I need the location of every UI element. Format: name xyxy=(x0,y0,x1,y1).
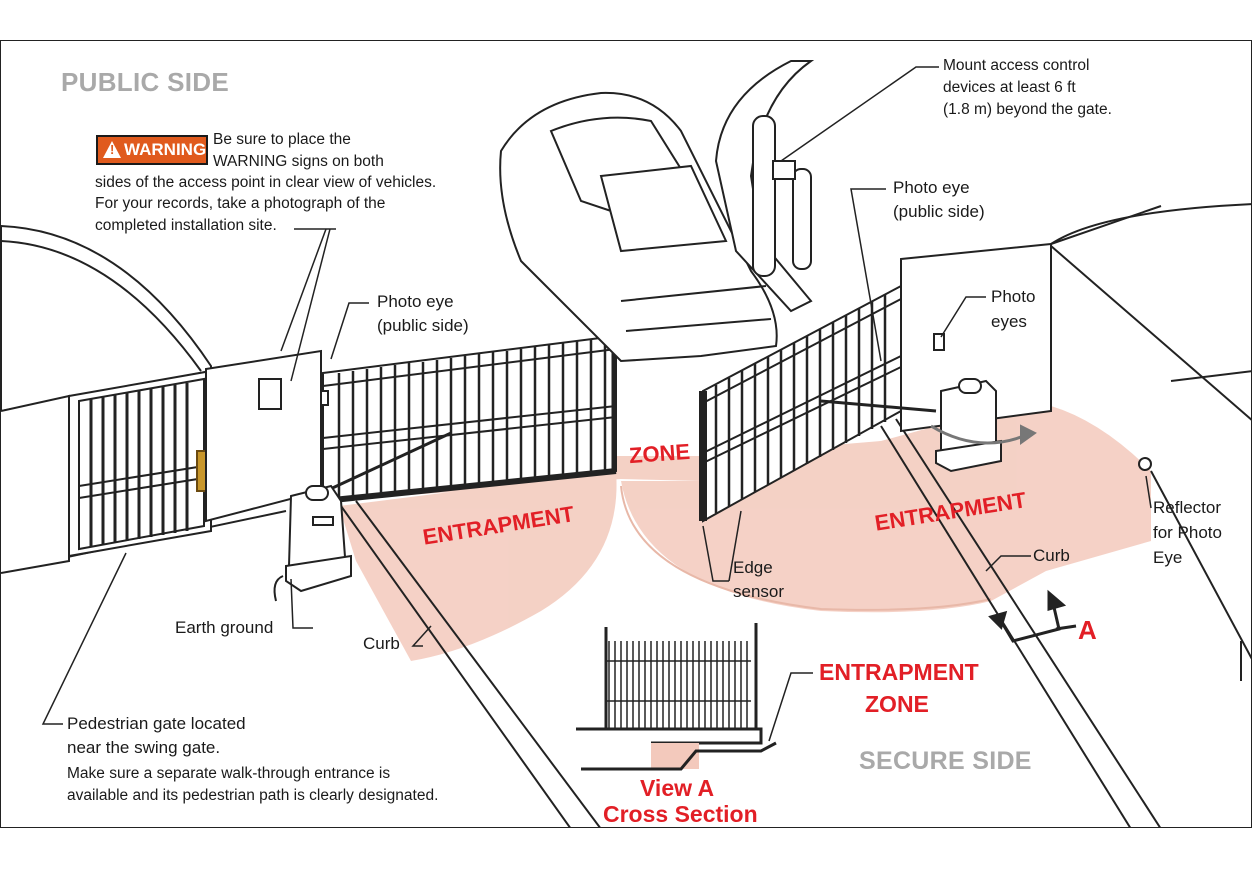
left-swing-gate xyxy=(322,334,617,504)
view-a-cross-section xyxy=(576,623,777,771)
zone-edge-arc xyxy=(620,485,992,611)
reflector-label-2: for Photo xyxy=(1153,523,1222,542)
warning-text-5: completed installation site. xyxy=(95,217,277,234)
edge-sensor-label-1: Edge xyxy=(733,558,773,577)
right-entrapment-zone xyxy=(621,406,1151,613)
photo-eyes-label-2: eyes xyxy=(991,312,1027,331)
left-entrapment-zone xyxy=(339,471,617,661)
pedestrian-note-3: Make sure a separate walk-through entran… xyxy=(67,765,391,782)
warning-badge: WARNING xyxy=(96,135,208,165)
photo-eyes-label-1: Photo xyxy=(991,287,1036,306)
public-side-title: PUBLIC SIDE xyxy=(61,67,229,97)
photo-eye-left-label-2: (public side) xyxy=(377,316,469,335)
right-wall xyxy=(900,203,1251,433)
reflector-photo-eye xyxy=(1138,457,1152,471)
mount-access-text-3: (1.8 m) beyond the gate. xyxy=(943,101,1112,118)
car xyxy=(499,91,778,363)
view-a-marker-label: A xyxy=(1078,615,1097,645)
photo-eye-left xyxy=(320,390,329,406)
photo-eye-right-label-2: (public side) xyxy=(893,202,985,221)
curb-right-label: Curb xyxy=(1033,546,1070,565)
pedestrian-note-2: near the swing gate. xyxy=(67,738,221,757)
edge-sensor-label-2: sensor xyxy=(733,582,785,601)
warning-text-1: Be sure to place the xyxy=(213,131,351,148)
warning-badge-text: WARNING xyxy=(124,140,207,159)
right-swing-gate xyxy=(699,284,937,523)
view-a-arrows xyxy=(988,589,1077,643)
left-gate-operator xyxy=(273,484,352,602)
mount-access-text-1: Mount access control xyxy=(943,57,1090,74)
gate-scene xyxy=(1,60,1251,827)
earth-ground-label: Earth ground xyxy=(175,618,274,637)
access-control-post xyxy=(714,60,815,313)
pedestrian-note-1: Pedestrian gate located xyxy=(67,714,246,733)
leader-lines xyxy=(41,66,1152,742)
right-gate-operator xyxy=(930,378,1037,473)
diagram-frame: PUBLIC SIDE SECURE SIDE WARNING Be sure … xyxy=(0,40,1252,828)
reflector-label-1: Reflector xyxy=(1153,498,1222,517)
entrapment-zone-label-1: ENTRAPMENT xyxy=(819,659,979,685)
view-a-title-1: View A xyxy=(640,775,715,801)
view-a-title-2: Cross Section xyxy=(603,801,758,827)
mount-access-text-2: devices at least 6 ft xyxy=(943,79,1076,96)
pedestrian-gate xyxy=(68,369,212,558)
pedestrian-note-4: available and its pedestrian path is cle… xyxy=(67,787,439,804)
zone-label: ZONE xyxy=(628,438,691,469)
photo-eye-left-label-1: Photo eye xyxy=(377,292,454,311)
warning-triangle-icon xyxy=(103,141,121,158)
reflector-label-3: Eye xyxy=(1153,548,1183,567)
photo-eye-right-label-1: Photo eye xyxy=(893,178,970,197)
photo-eye-right xyxy=(933,333,945,351)
entrapment-zone-label-2: ZONE xyxy=(865,691,929,717)
warning-text-2: WARNING signs on both xyxy=(213,153,384,170)
left-wall xyxy=(1,224,212,574)
warning-text-3: sides of the access point in clear view … xyxy=(95,174,437,191)
warning-sign-plate xyxy=(258,378,282,410)
secure-side-title: SECURE SIDE xyxy=(859,747,1032,775)
curb-left-label: Curb xyxy=(363,634,400,653)
warning-text-4: For your records, take a photograph of t… xyxy=(95,195,386,212)
